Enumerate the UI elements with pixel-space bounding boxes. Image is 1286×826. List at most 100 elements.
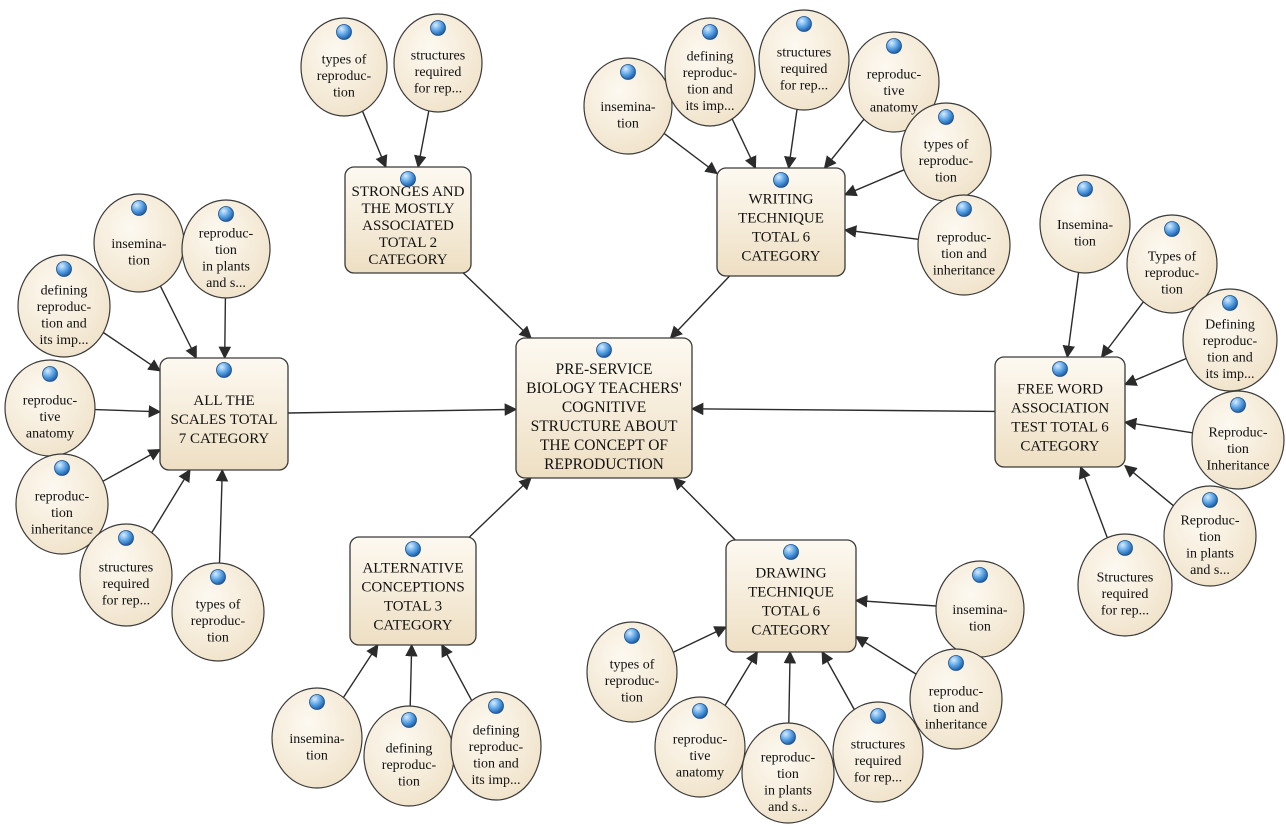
edge-all-plants-to-all-scales (218, 297, 232, 360)
node-label-line: and s... (1190, 563, 1230, 578)
node-label-line: ASSOCIATION (1011, 401, 1110, 417)
node-label-line: tion and (933, 701, 979, 716)
node-label-line: structures (777, 46, 831, 61)
leaf-node-ellipse (271, 687, 363, 789)
node-marker-icon (1077, 181, 1093, 197)
node-label-line: insemina- (289, 732, 345, 747)
node-label-line: tion (777, 767, 799, 782)
node-marker-icon (218, 206, 234, 222)
edge-stronges-to-central (462, 272, 532, 339)
edge-fw-defining-to-free-word (1123, 357, 1187, 386)
node-label-line: PRE-SERVICE (556, 361, 653, 378)
category-node-box (344, 166, 472, 274)
node-label-line: its imp... (1205, 367, 1254, 382)
node-label-line: insemina- (111, 237, 167, 252)
node-marker-icon (783, 544, 799, 560)
node-marker-icon (1230, 397, 1246, 413)
edge-all-scales-to-central (287, 403, 518, 416)
node-marker-icon (796, 16, 812, 32)
edge-all-structures-to-all-scales (151, 468, 191, 534)
node-label-line: in plants (1186, 546, 1234, 561)
node-marker-icon (972, 567, 988, 583)
node-label-line: reproduc- (191, 614, 246, 629)
node-marker-icon (620, 64, 636, 80)
leaf-node-ellipse (79, 523, 173, 627)
node-label-line: for rep... (780, 79, 828, 94)
leaf-node-all-insemination[interactable]: insemina-tion (93, 193, 185, 293)
node-label-line: CONCEPTIONS (361, 580, 464, 596)
leaf-node-ellipse (1191, 390, 1285, 490)
node-label-line: FREE WORD (1017, 382, 1103, 398)
node-label-line: WRITING (749, 192, 814, 208)
node-marker-icon (780, 729, 796, 745)
node-label-line: TOTAL 6 (752, 230, 811, 246)
leaf-node-fw-insemination[interactable]: Insemina-tion (1039, 174, 1131, 274)
node-label-line: reproduc- (761, 750, 816, 765)
edge-all-anatomy-to-all-scales (94, 405, 162, 418)
leaf-node-ellipse (586, 621, 678, 723)
node-label-line: Types of (1148, 250, 1197, 265)
leaf-node-wr-insemination[interactable]: insemina-tion (583, 57, 673, 155)
node-marker-icon (1117, 540, 1133, 556)
leaf-node-dr-insemination[interactable]: insemina-tion (935, 560, 1025, 658)
node-label-line: its imp... (39, 333, 88, 348)
node-label-line: tion (935, 171, 957, 186)
edge-dr-insemination-to-drawing (854, 594, 937, 608)
edge-dr-structures-to-drawing (821, 650, 855, 710)
node-label-line: CATEGORY (373, 618, 452, 634)
node-label-line: defining (473, 723, 520, 738)
leaf-node-alt-insemination[interactable]: insemina-tion (271, 687, 363, 789)
edge-all-insemination-to-all-scales (159, 285, 197, 360)
edge-dr-types-to-drawing (672, 626, 728, 653)
node-label-line: TECHNIQUE (738, 211, 824, 227)
edge-fw-types-to-free-word (1100, 301, 1144, 359)
edge-all-defining-to-all-scales (102, 331, 162, 372)
node-marker-icon (42, 366, 58, 382)
leaf-node-ellipse (917, 194, 1011, 296)
node-label-line: defining (41, 283, 88, 298)
node-label-line: SCALES TOTAL (170, 412, 277, 428)
node-label-line: structures (411, 49, 465, 64)
node-label-line: reproduc- (469, 740, 524, 755)
node-marker-icon (400, 171, 416, 187)
node-marker-icon (956, 201, 972, 217)
node-marker-icon (309, 694, 325, 710)
edge-all-inheritance-to-all-scales (102, 448, 162, 482)
node-label-line: tive (40, 410, 61, 425)
node-label-line: reproduc- (673, 733, 728, 748)
category-node-box (725, 539, 857, 653)
